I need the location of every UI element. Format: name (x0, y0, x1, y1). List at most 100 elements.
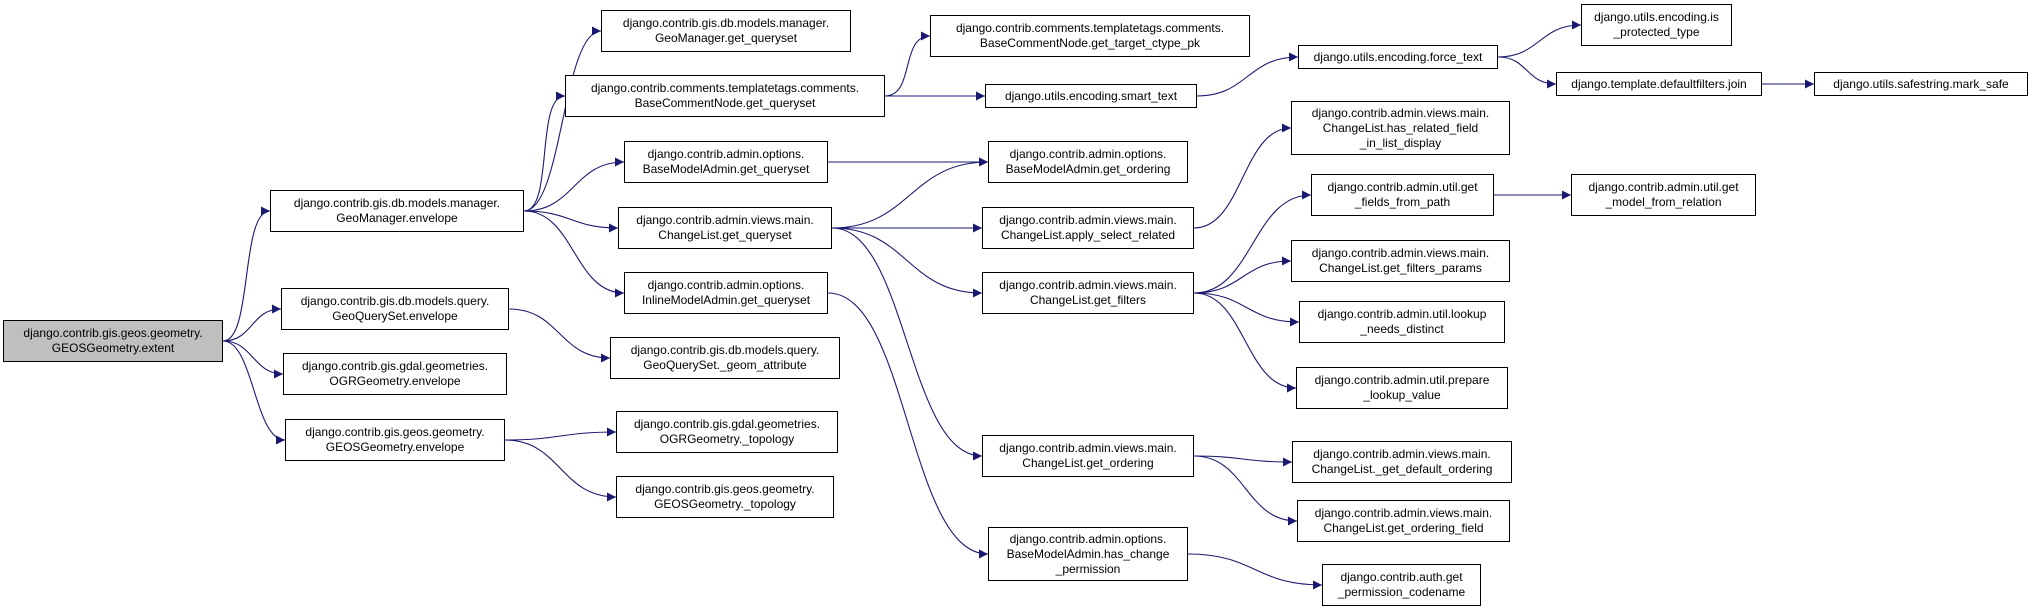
node-get-fields-from-path[interactable]: django.contrib.admin.util.get_fields_fro… (1311, 174, 1494, 216)
node-geom-attribute[interactable]: django.contrib.gis.db.models.query.GeoQu… (610, 337, 840, 379)
node-label-line: _needs_distinct (1360, 322, 1444, 336)
edge-geomanager_envelope-to-geomanager_get_queryset (523, 26, 602, 212)
edge-extent-to-geos_envelope (222, 340, 286, 445)
node-label-line: GeoQuerySet.envelope (332, 309, 458, 323)
node-label-line: ChangeList.get_ordering_field (1323, 521, 1484, 535)
node-basemodeladmin-get-ordering[interactable]: django.contrib.admin.options.BaseModelAd… (988, 141, 1188, 183)
edge-geomanager_envelope-to-inline_get_queryset (523, 210, 625, 298)
node-get-target-ctype-pk[interactable]: django.contrib.comments.templatetags.com… (930, 15, 1250, 57)
node-mark-safe[interactable]: django.utils.safestring.mark_safe (1814, 72, 2028, 96)
node-get-ordering-field[interactable]: django.contrib.admin.views.main.ChangeLi… (1297, 500, 1510, 542)
node-label-line: GeoQuerySet._geom_attribute (643, 358, 807, 372)
node-label-line: InlineModelAdmin.get_queryset (641, 293, 811, 307)
node-ogr-envelope[interactable]: django.contrib.gis.gdal.geometries.OGRGe… (283, 353, 507, 395)
node-label-line: GEOSGeometry._topology (654, 497, 796, 511)
node-label-line: ChangeList.get_queryset (658, 228, 792, 242)
node-geos-topology[interactable]: django.contrib.gis.geos.geometry.GEOSGeo… (616, 476, 834, 518)
node-force-text[interactable]: django.utils.encoding.force_text (1298, 45, 1498, 69)
node-get-default-ordering[interactable]: django.contrib.admin.views.main.ChangeLi… (1292, 441, 1512, 483)
edge-inline_get_queryset-to-has_change_permission (827, 292, 989, 559)
edge-changelist_get_ordering-to-get_default_ordering (1193, 455, 1293, 467)
node-apply-select-related[interactable]: django.contrib.admin.views.main.ChangeLi… (982, 207, 1194, 249)
node-label-line: django.contrib.auth.get (1340, 570, 1463, 584)
node-smart-text[interactable]: django.utils.encoding.smart_text (985, 84, 1197, 108)
edge-changelist_get_queryset-to-get_filters (831, 227, 983, 298)
node-get-permission-codename[interactable]: django.contrib.auth.get_permission_coden… (1322, 564, 1481, 606)
node-label-line: _permission_codename (1337, 585, 1466, 599)
edge-force_text-to-is_protected_type (1497, 20, 1582, 58)
node-label-line: _lookup_value (1363, 388, 1441, 402)
node-label-line: django.contrib.admin.views.main. (1311, 246, 1490, 260)
node-label-line: django.contrib.admin.views.main. (999, 213, 1177, 227)
node-prepare-lookup-value[interactable]: django.contrib.admin.util.prepare_lookup… (1296, 367, 1508, 409)
node-label-line: django.contrib.admin.views.main. (1311, 105, 1490, 120)
node-label-line: django.contrib.admin.util.get (1588, 180, 1739, 194)
node-label-line: django.contrib.comments.templatetags.com… (955, 21, 1225, 35)
edge-get_filters-to-get_fields_from_path (1193, 190, 1312, 294)
edge-geos_envelope-to-geos_topology (504, 439, 617, 502)
node-label-line: _protected_type (1613, 25, 1700, 39)
node-label-line: django.contrib.admin.util.lookup (1317, 307, 1487, 321)
node-label-line: OGRGeometry._topology (659, 432, 795, 446)
node-label-line: django.contrib.admin.views.main. (1314, 506, 1493, 520)
node-label-line: django.utils.encoding.force_text (1313, 49, 1483, 64)
node-label-line: django.contrib.admin.options. (1009, 531, 1167, 546)
edge-get_filters-to-get_filters_params (1193, 256, 1292, 294)
node-comment-get-queryset[interactable]: django.contrib.comments.templatetags.com… (565, 75, 885, 117)
node-label-line: django.contrib.admin.util.prepare (1314, 373, 1490, 387)
edge-geomanager_envelope-to-changelist_get_queryset (523, 210, 619, 233)
node-has-change-permission[interactable]: django.contrib.admin.options.BaseModelAd… (988, 527, 1188, 581)
node-label-line: ChangeList._get_default_ordering (1311, 462, 1493, 476)
node-geomanager-envelope[interactable]: django.contrib.gis.db.models.manager.Geo… (270, 190, 524, 232)
node-label-line: django.contrib.gis.db.models.query. (300, 294, 490, 308)
edge-changelist_get_ordering-to-get_ordering_field (1193, 455, 1298, 526)
node-label-line: django.contrib.gis.db.models.manager. (293, 196, 501, 210)
node-get-filters[interactable]: django.contrib.admin.views.main.ChangeLi… (982, 272, 1194, 314)
edge-get_filters-to-prepare_lookup_value (1193, 292, 1297, 393)
node-get-model-from-relation[interactable]: django.contrib.admin.util.get_model_from… (1571, 174, 1756, 216)
node-label-line: GEOSGeometry.envelope (325, 440, 465, 454)
edge-apply_select_related-to-has_related_field (1193, 123, 1292, 229)
node-geoqueryset-envelope[interactable]: django.contrib.gis.db.models.query.GeoQu… (281, 288, 509, 330)
node-lookup-needs-distinct[interactable]: django.contrib.admin.util.lookup_needs_d… (1299, 301, 1505, 343)
node-label-line: django.contrib.admin.views.main. (636, 213, 814, 227)
node-label-line: ChangeList.get_filters_params (1319, 261, 1482, 275)
node-label-line: _in_list_display (1359, 135, 1442, 150)
edge-geomanager_envelope-to-basemodeladmin_get_queryset (523, 157, 625, 212)
edge-changelist_get_queryset-to-basemodeladmin_get_ordering (831, 157, 989, 229)
node-ogr-topology[interactable]: django.contrib.gis.gdal.geometries.OGRGe… (616, 411, 838, 453)
node-label-line: django.contrib.admin.views.main. (1313, 447, 1491, 461)
node-changelist-get-ordering[interactable]: django.contrib.admin.views.main.ChangeLi… (982, 435, 1194, 477)
node-label-line: django.utils.encoding.smart_text (1004, 88, 1178, 103)
node-inline-get-queryset[interactable]: django.contrib.admin.options.InlineModel… (624, 272, 828, 314)
node-label-line: BaseModelAdmin.get_ordering (1005, 162, 1171, 176)
node-geos-envelope[interactable]: django.contrib.gis.geos.geometry.GEOSGeo… (285, 419, 505, 461)
node-label-line: ChangeList.has_related_field (1322, 120, 1479, 135)
node-label-line: django.contrib.admin.options. (1009, 147, 1167, 161)
node-label-line: django.contrib.gis.db.models.manager. (622, 16, 830, 30)
node-basemodeladmin-get-queryset[interactable]: django.contrib.admin.options.BaseModelAd… (624, 141, 828, 183)
node-label-line: ChangeList.get_ordering (1022, 456, 1154, 470)
node-geomanager-get-queryset[interactable]: django.contrib.gis.db.models.manager.Geo… (601, 10, 851, 52)
node-has-related-field[interactable]: django.contrib.admin.views.main.ChangeLi… (1291, 101, 1510, 155)
node-label-line: django.contrib.gis.geos.geometry. (23, 326, 203, 340)
edge-changelist_get_queryset-to-changelist_get_ordering (831, 227, 983, 461)
node-label-line: django.contrib.admin.views.main. (999, 278, 1177, 292)
edge-geos_envelope-to-ogr_topology (504, 427, 617, 441)
node-label-line: BaseModelAdmin.get_queryset (642, 162, 810, 176)
edge-smart_text-to-force_text (1196, 52, 1299, 97)
node-changelist-get-queryset[interactable]: django.contrib.admin.views.main.ChangeLi… (618, 207, 832, 249)
node-label-line: GeoManager.get_queryset (654, 31, 798, 45)
node-is-protected-type[interactable]: django.utils.encoding.is_protected_type (1581, 4, 1732, 46)
edge-geoqueryset_envelope-to-geom_attribute (508, 308, 611, 363)
edge-force_text-to-defaultfilters_join (1497, 56, 1557, 89)
edge-geomanager_envelope-to-comment_get_queryset (523, 91, 566, 212)
node-extent[interactable]: django.contrib.gis.geos.geometry.GEOSGeo… (3, 320, 223, 362)
node-label-line: django.contrib.gis.gdal.geometries. (633, 417, 821, 431)
edge-has_change_permission-to-get_permission_codename (1187, 553, 1323, 590)
node-get-filters-params[interactable]: django.contrib.admin.views.main.ChangeLi… (1291, 240, 1510, 282)
node-defaultfilters-join[interactable]: django.template.defaultfilters.join (1556, 72, 1762, 96)
node-label-line: django.contrib.admin.util.get (1327, 180, 1478, 194)
